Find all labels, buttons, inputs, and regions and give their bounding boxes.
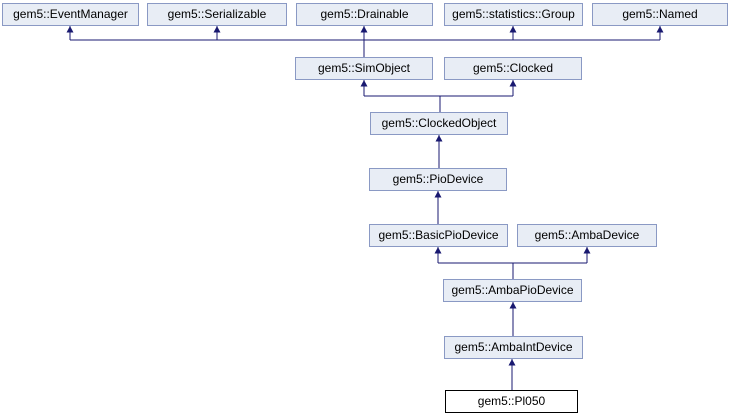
class-node-gem5-ambaintdevice[interactable]: gem5::AmbaIntDevice bbox=[444, 336, 583, 359]
class-node-gem5-eventmanager[interactable]: gem5::EventManager bbox=[2, 3, 139, 26]
class-node-gem5-ambadevice[interactable]: gem5::AmbaDevice bbox=[517, 224, 657, 247]
class-node-gem5-simobject[interactable]: gem5::SimObject bbox=[295, 57, 433, 80]
class-node-gem5-ambapiodevice[interactable]: gem5::AmbaPioDevice bbox=[443, 279, 582, 302]
class-node-gem5-pl050-current: gem5::Pl050 bbox=[445, 390, 578, 413]
class-node-gem5-statistics-group[interactable]: gem5::statistics::Group bbox=[444, 3, 583, 26]
class-node-gem5-drainable[interactable]: gem5::Drainable bbox=[296, 3, 433, 26]
class-node-gem5-serializable[interactable]: gem5::Serializable bbox=[147, 3, 287, 26]
class-node-gem5-piodevice[interactable]: gem5::PioDevice bbox=[369, 168, 507, 191]
class-node-gem5-clocked[interactable]: gem5::Clocked bbox=[444, 57, 582, 80]
class-node-gem5-basicpiodevice[interactable]: gem5::BasicPioDevice bbox=[369, 224, 508, 247]
class-node-gem5-clockedobject[interactable]: gem5::ClockedObject bbox=[370, 112, 508, 135]
class-node-gem5-named[interactable]: gem5::Named bbox=[592, 3, 728, 26]
